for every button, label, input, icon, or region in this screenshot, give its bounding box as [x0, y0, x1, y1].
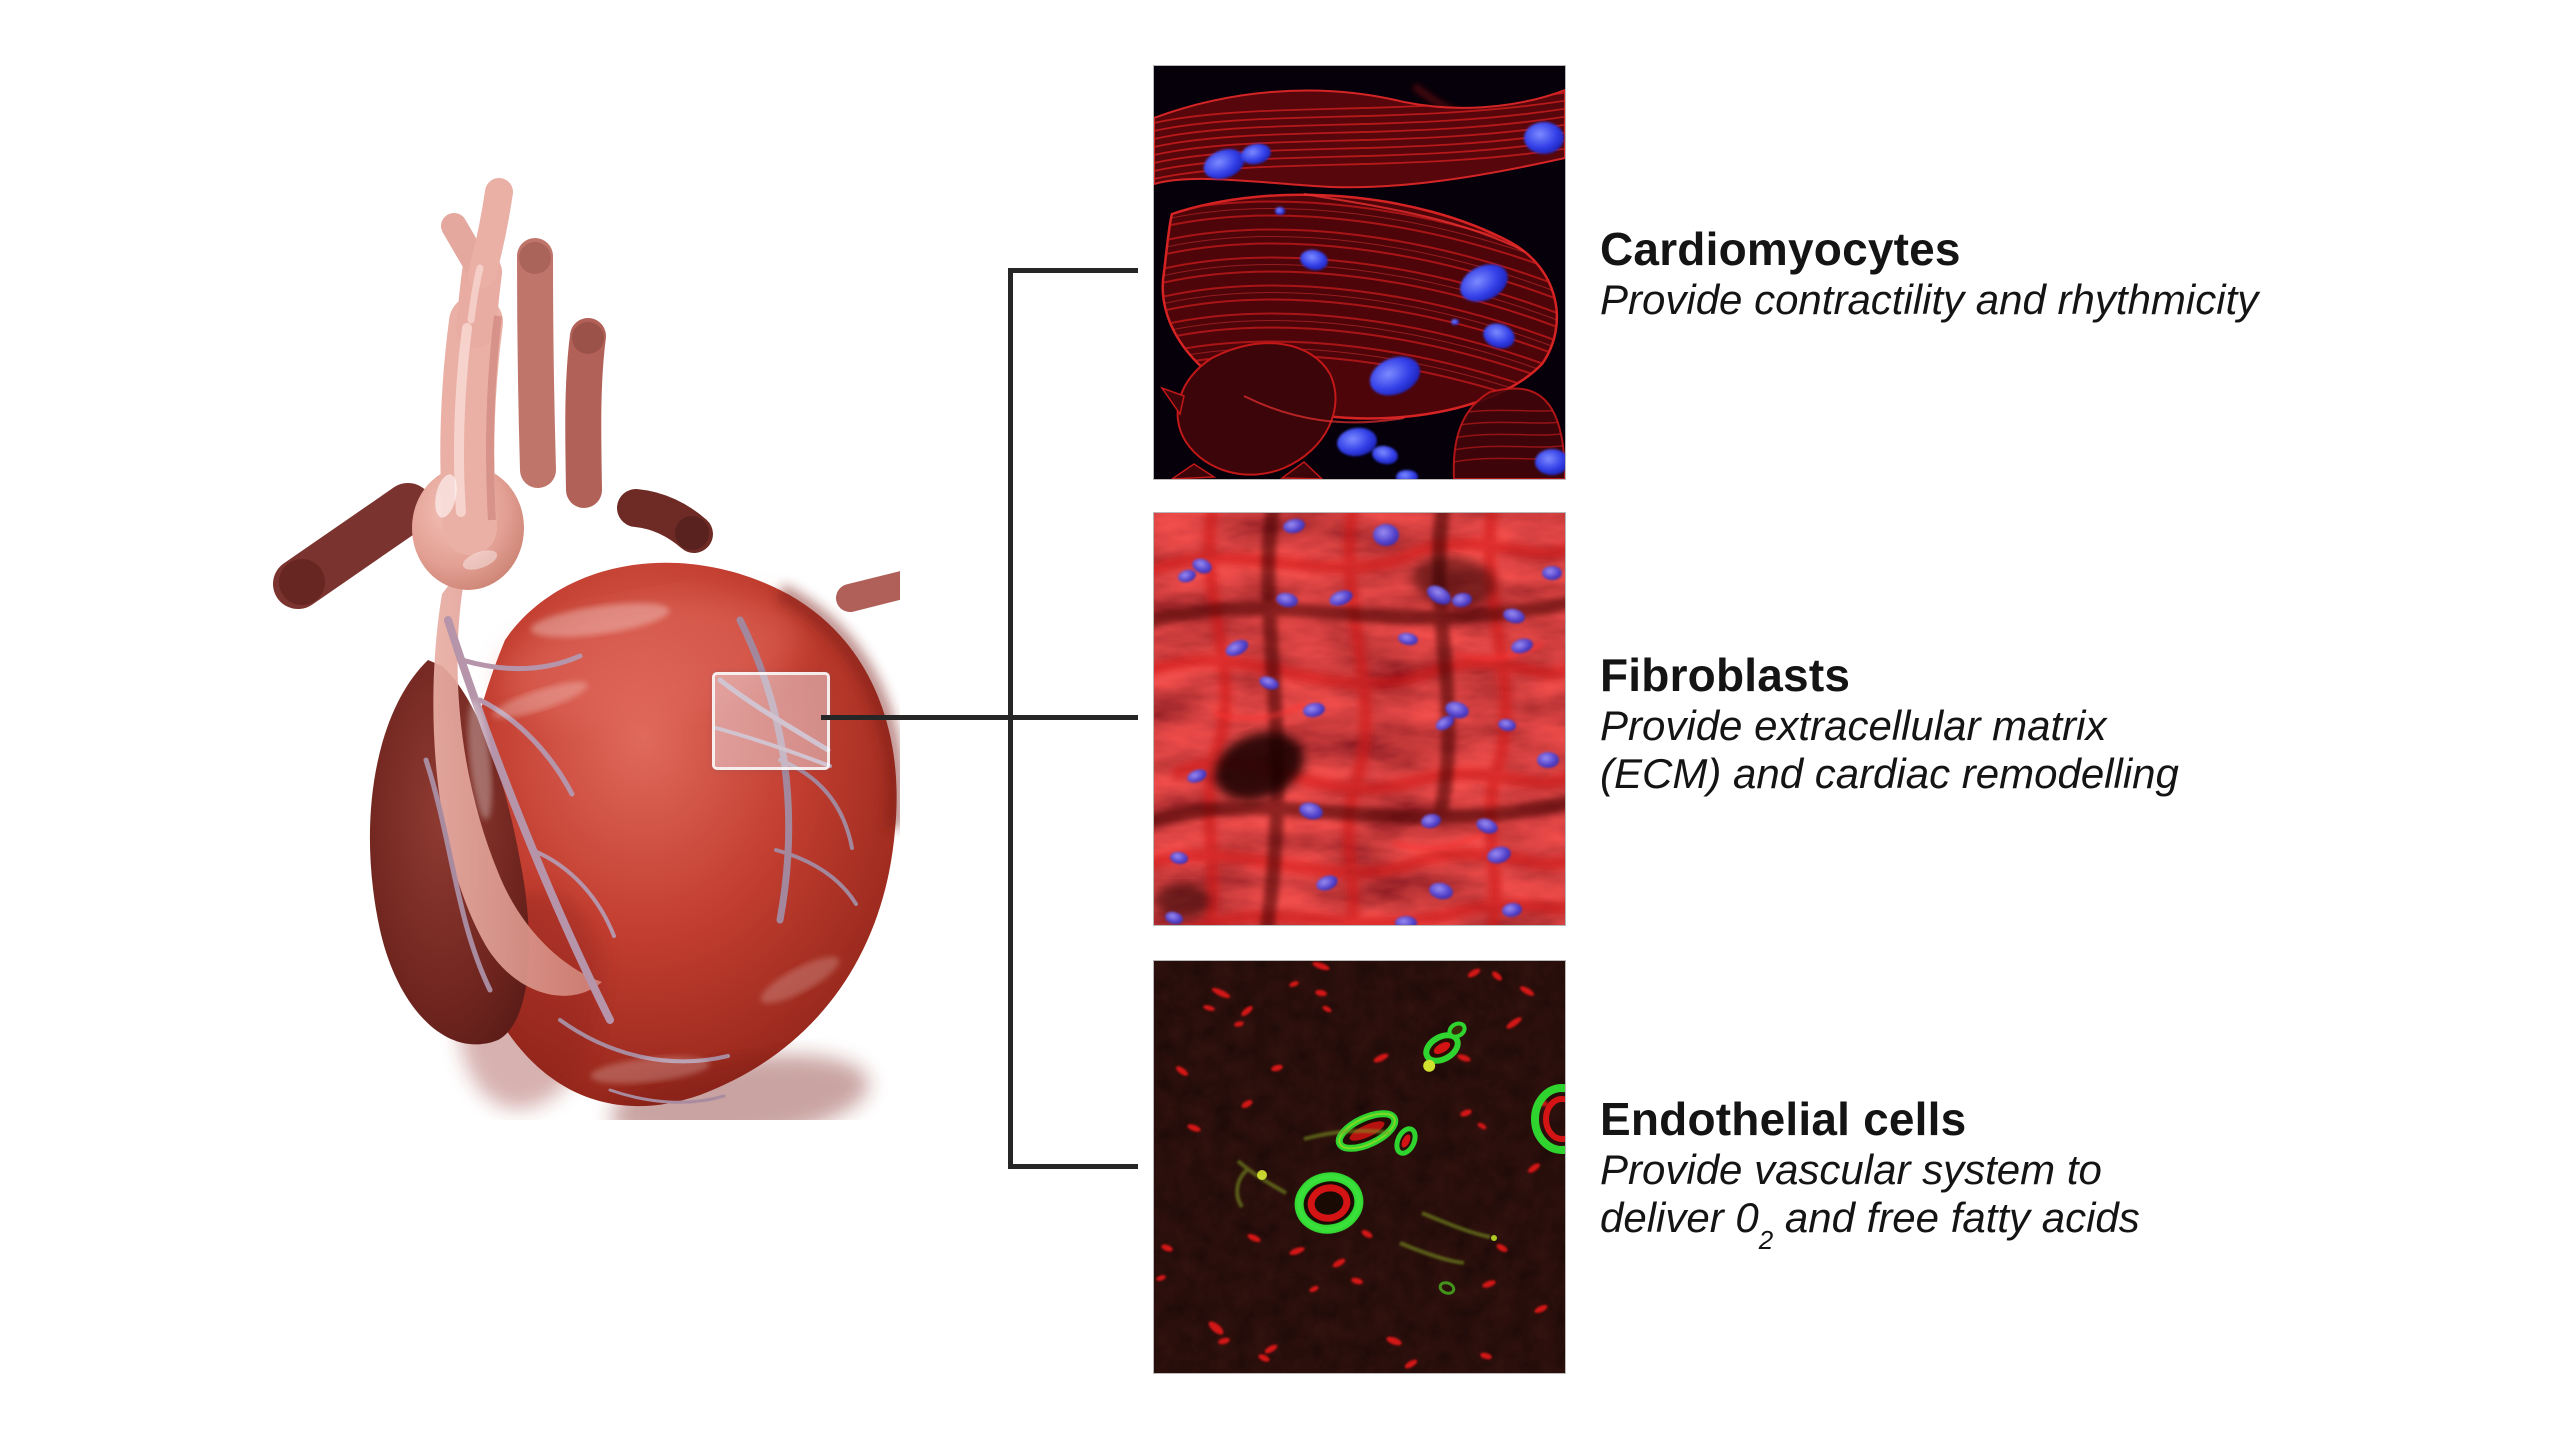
gloss-highlights [468, 603, 840, 1084]
fibroblasts-description-line2: (ECM) and cardiac remodelling [1600, 750, 2179, 797]
fibroblasts-title: Fibroblasts [1600, 649, 1851, 701]
cardiomyocytes-description: Provide contractility and rhythmicity [1600, 276, 2259, 323]
heart-illustration [273, 178, 900, 1120]
cardiomyocytes-title: Cardiomyocytes [1600, 223, 1961, 275]
endothelial-title: Endothelial cells [1600, 1093, 1967, 1145]
connector-middle-line [821, 715, 1138, 720]
endothelial-label-block: Endothelial cells Provide vascular syste… [1600, 1092, 2140, 1255]
outflow-tract [433, 560, 602, 996]
cardiomyocytes-micrograph [1153, 65, 1566, 480]
vessel-cross-sections [1235, 1021, 1565, 1295]
fibroblasts-label-block: Fibroblasts Provide extracellular matrix… [1600, 648, 2179, 798]
oxygen-subscript: 2 [1758, 1224, 1774, 1255]
fibroblasts-description-line1: Provide extracellular matrix [1600, 702, 2107, 749]
aorta [412, 178, 524, 590]
heart-highlight-region [712, 672, 830, 770]
coronary-vessels [423, 616, 858, 1104]
connector-bottom-line [1008, 1164, 1138, 1169]
cardiomyocytes-label-block: Cardiomyocytes Provide contractility and… [1600, 222, 2258, 324]
endothelial-micrograph [1153, 960, 1566, 1374]
great-vessels [273, 238, 900, 612]
endothelial-description-line2: deliver 02 and free fatty acids [1600, 1194, 2140, 1255]
fibroblasts-micrograph [1153, 512, 1566, 926]
connector-top-line [1008, 268, 1138, 273]
fibroblast-nuclei [1165, 518, 1562, 925]
endothelial-description-line1: Provide vascular system to [1600, 1146, 2102, 1193]
cardiomyocyte-nuclei [1203, 122, 1565, 479]
